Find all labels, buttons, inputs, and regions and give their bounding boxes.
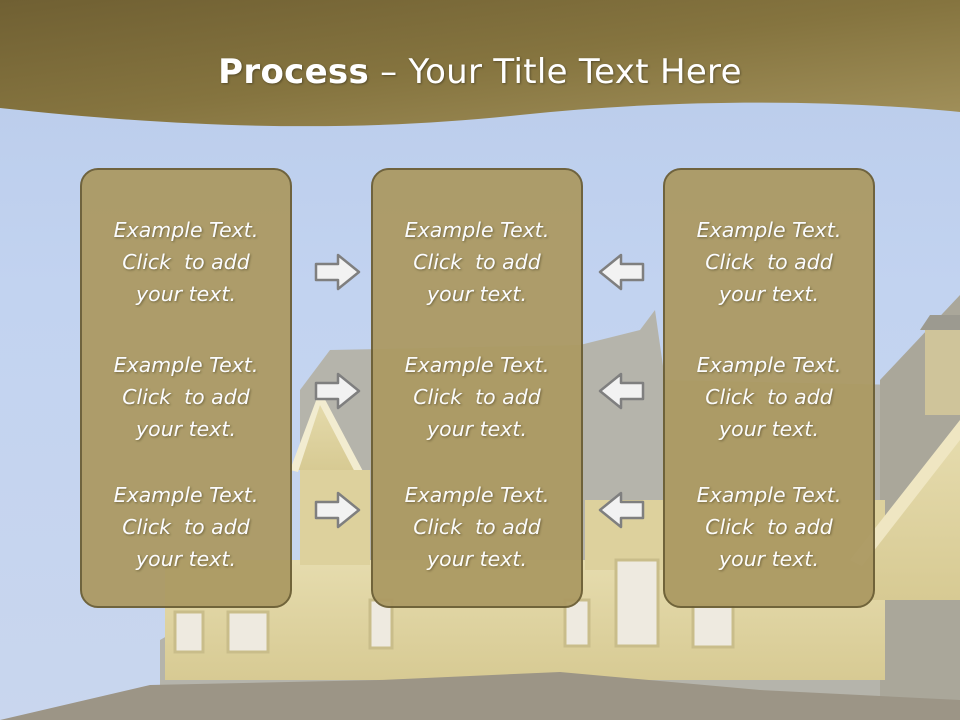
text-line: Example Text. (113, 353, 259, 377)
text-line: your text. (719, 417, 819, 441)
text-line: Click to add (122, 250, 250, 274)
text-line: Click to add (705, 515, 833, 539)
text-line: Example Text. (404, 353, 550, 377)
text-line: Click to add (122, 515, 250, 539)
text-block[interactable]: Example Text. Click to add your text. (665, 349, 873, 445)
right-arrow-icon (314, 372, 361, 410)
process-panel-left[interactable]: Example Text. Click to add your text. Ex… (80, 168, 292, 608)
title-bold: Process (218, 52, 370, 92)
left-arrow-icon (598, 491, 645, 529)
text-block[interactable]: Example Text. Click to add your text. (373, 479, 581, 575)
text-line: Click to add (413, 385, 541, 409)
right-arrow-icon (314, 491, 361, 529)
text-line: Click to add (413, 515, 541, 539)
title-rest: – Your Title Text Here (369, 52, 742, 92)
text-line: Example Text. (404, 483, 550, 507)
text-line: Example Text. (404, 218, 550, 242)
text-line: Example Text. (113, 483, 259, 507)
text-line: Example Text. (696, 353, 842, 377)
text-line: your text. (136, 282, 236, 306)
text-block[interactable]: Example Text. Click to add your text. (82, 349, 290, 445)
text-line: Example Text. (696, 218, 842, 242)
text-block[interactable]: Example Text. Click to add your text. (82, 214, 290, 310)
text-line: your text. (427, 282, 527, 306)
left-arrow-icon (598, 253, 645, 291)
text-block[interactable]: Example Text. Click to add your text. (665, 479, 873, 575)
process-panel-right[interactable]: Example Text. Click to add your text. Ex… (663, 168, 875, 608)
text-block[interactable]: Example Text. Click to add your text. (373, 214, 581, 310)
text-line: Click to add (413, 250, 541, 274)
text-block[interactable]: Example Text. Click to add your text. (665, 214, 873, 310)
slide-title[interactable]: Process – Your Title Text Here (0, 52, 960, 92)
text-line: your text. (136, 417, 236, 441)
text-line: your text. (427, 547, 527, 571)
text-line: your text. (427, 417, 527, 441)
text-line: Click to add (705, 385, 833, 409)
text-block[interactable]: Example Text. Click to add your text. (82, 479, 290, 575)
text-block[interactable]: Example Text. Click to add your text. (373, 349, 581, 445)
text-line: your text. (719, 547, 819, 571)
text-line: your text. (136, 547, 236, 571)
text-line: Click to add (705, 250, 833, 274)
process-panel-center[interactable]: Example Text. Click to add your text. Ex… (371, 168, 583, 608)
left-arrow-icon (598, 372, 645, 410)
right-arrow-icon (314, 253, 361, 291)
text-line: Example Text. (696, 483, 842, 507)
text-line: your text. (719, 282, 819, 306)
text-line: Click to add (122, 385, 250, 409)
title-band (0, 0, 960, 127)
text-line: Example Text. (113, 218, 259, 242)
